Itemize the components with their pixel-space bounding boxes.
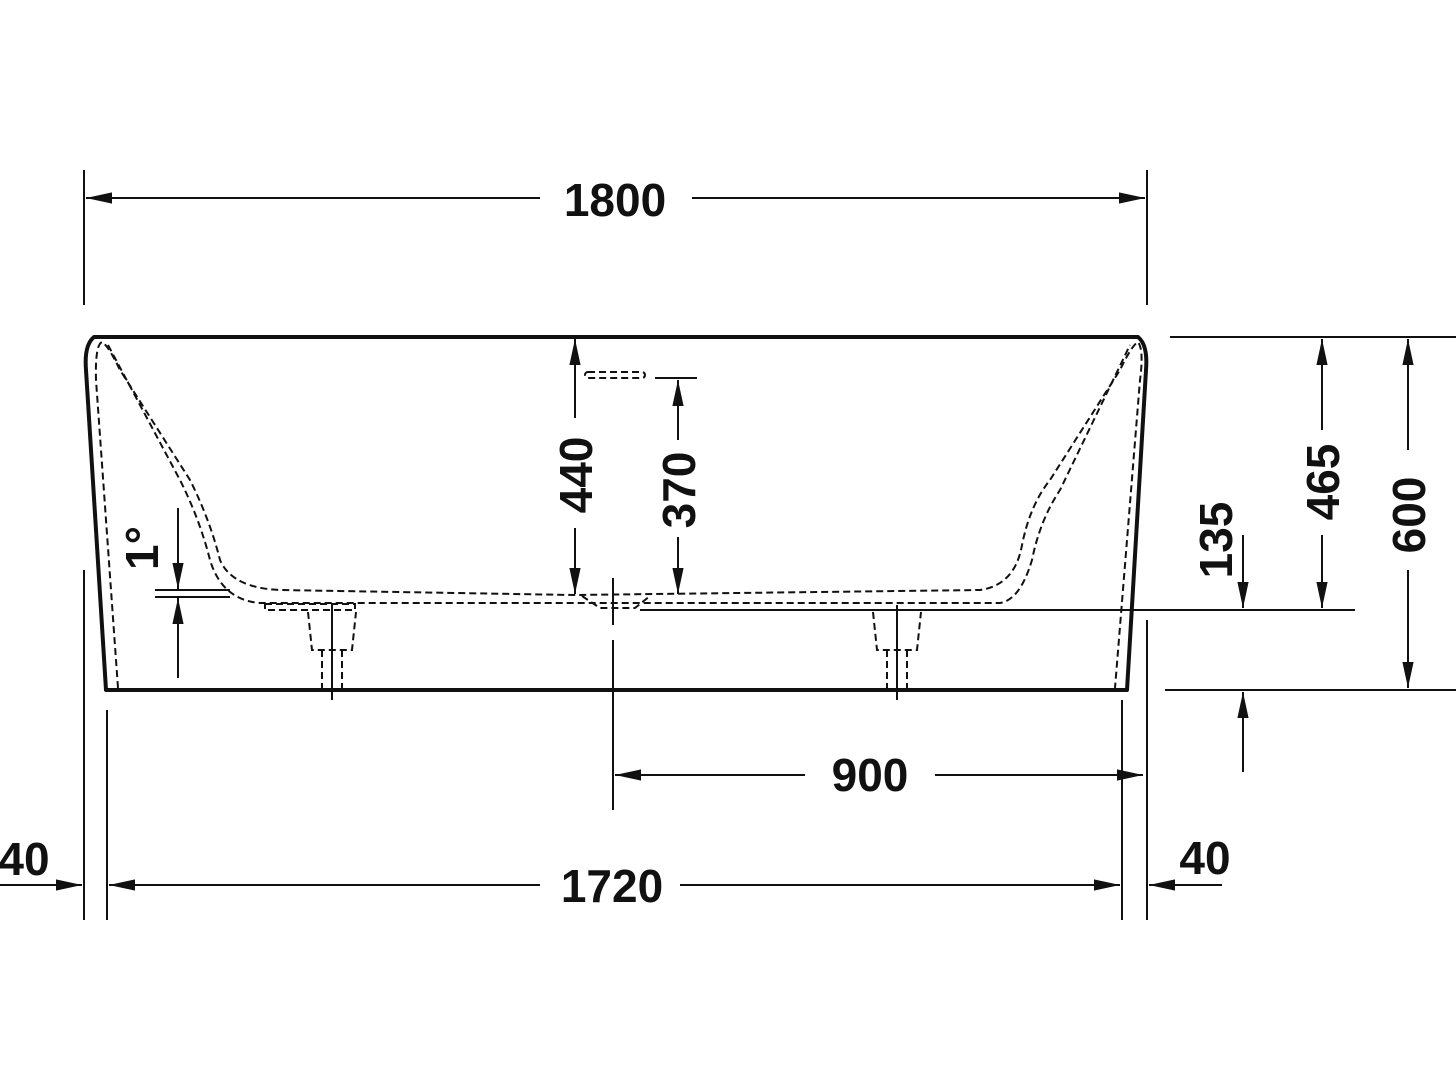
dimension-base-length: 1720 — [109, 860, 1120, 912]
dimension-label-465: 465 — [1297, 444, 1349, 521]
dimension-right-offset: 40 — [1149, 832, 1231, 891]
dimension-base-to-floor: 135 — [1190, 502, 1249, 772]
dimension-overall-length: 1800 — [83, 170, 1148, 305]
dimension-drain-to-end: 900 — [612, 640, 1143, 810]
dimension-left-offset: 40 — [0, 833, 82, 891]
dimension-label-440: 440 — [550, 437, 602, 514]
dimension-depth-to-floor: 440 — [550, 339, 602, 594]
dimension-label-1720: 1720 — [561, 860, 663, 912]
overflow-icon — [584, 371, 646, 379]
dimension-label-1-degree: 1° — [116, 526, 168, 570]
dimension-floor-height: 465 — [1297, 339, 1349, 608]
dimension-label-600: 600 — [1383, 477, 1435, 554]
dimension-overall-height: 600 — [1383, 339, 1435, 688]
dimension-label-40-left: 40 — [0, 833, 50, 885]
right-foot-icon — [872, 605, 922, 700]
dimension-label-900: 900 — [832, 749, 909, 801]
dimension-label-370: 370 — [653, 452, 705, 529]
dimension-label-40-right: 40 — [1179, 832, 1230, 884]
dimension-overflow-depth: 370 — [653, 377, 705, 594]
left-foot-icon — [264, 603, 357, 700]
dimension-label-135: 135 — [1190, 502, 1242, 579]
dimension-label-1800: 1800 — [564, 174, 666, 226]
drain-icon — [581, 595, 651, 609]
dimension-floor-slope: 1° — [116, 508, 184, 678]
bathtub-outline — [83, 335, 1355, 700]
